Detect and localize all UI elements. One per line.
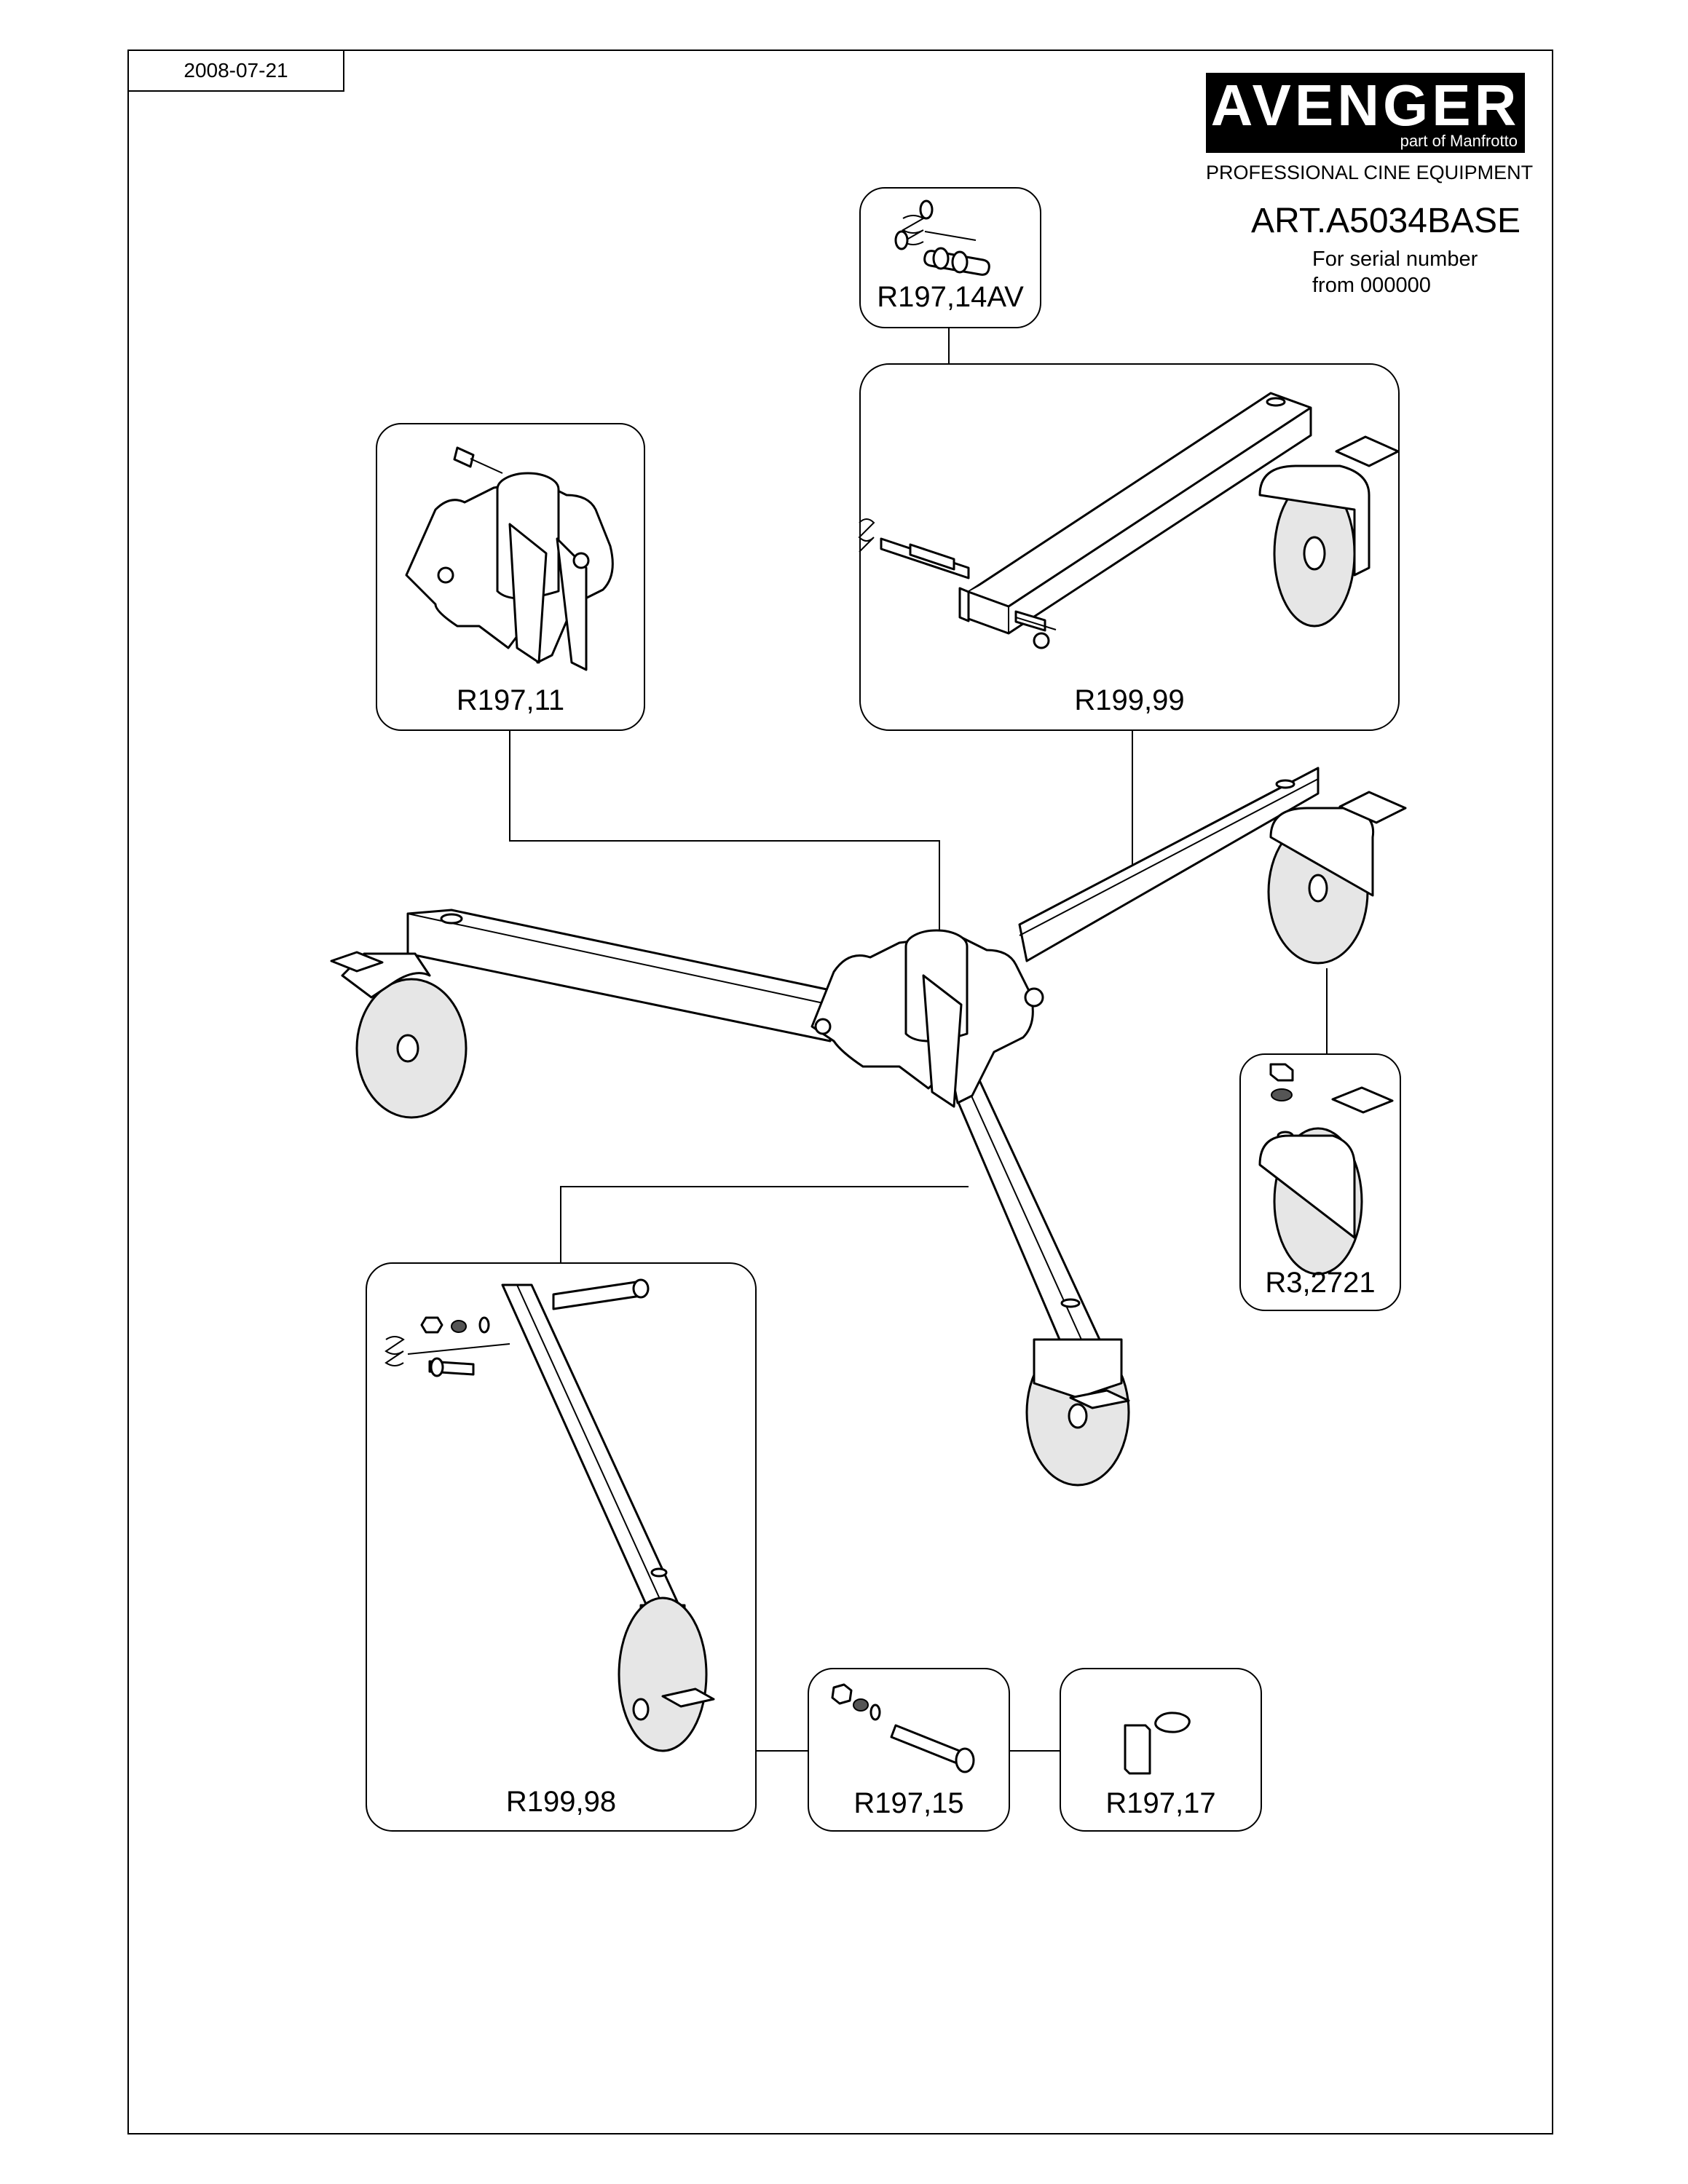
brand-subtitle: part of Manfrotto: [1400, 132, 1518, 150]
box-r197-15: [808, 1668, 1010, 1832]
box-r199-98: [366, 1262, 757, 1832]
label-r199-98: R199,98: [505, 1786, 617, 1818]
label-r3-2721: R3,2721: [1265, 1267, 1376, 1299]
brand-name: AVENGER: [1210, 73, 1521, 138]
article-code: ART.A5034BASE: [1251, 202, 1521, 240]
serial-note: For serial number from 000000: [1312, 246, 1478, 298]
drawing-frame: [127, 50, 1553, 2134]
label-r197-11: R197,11: [456, 684, 565, 716]
end-caps-drawing: [1124, 1712, 1191, 1775]
brand-tagline: PROFESSIONAL CINE EQUIPMENT: [1206, 162, 1534, 183]
avenger-logo: AVENGER part of Manfrotto: [1206, 73, 1525, 153]
serial-line-2: from 000000: [1312, 274, 1431, 297]
date: 2008-07-21: [184, 59, 288, 82]
main-assembly-drawing: [330, 767, 1407, 1487]
hub-drawing: [405, 446, 614, 671]
date-box: 2008-07-21: [127, 50, 344, 92]
spring-pin-drawing: [894, 199, 990, 276]
box-r3-2721: [1239, 1053, 1401, 1311]
caster-drawing: [1258, 1063, 1394, 1275]
serial-line-1: For serial number: [1312, 248, 1478, 271]
leg-r199-99-drawing: [858, 392, 1400, 649]
label-r197-15: R197,15: [853, 1787, 964, 1819]
leg-r199-98-drawing: [384, 1278, 715, 1752]
box-r197-17: [1060, 1668, 1262, 1832]
box-r197-11: [376, 423, 645, 731]
box-r197-14av: [859, 187, 1041, 328]
box-r199-99: [859, 363, 1400, 731]
label-r197-17: R197,17: [1105, 1787, 1216, 1819]
bolt-set-drawing: [831, 1683, 975, 1773]
label-r197-14av: R197,14AV: [877, 281, 1024, 313]
label-r199-99: R199,99: [1074, 684, 1185, 716]
